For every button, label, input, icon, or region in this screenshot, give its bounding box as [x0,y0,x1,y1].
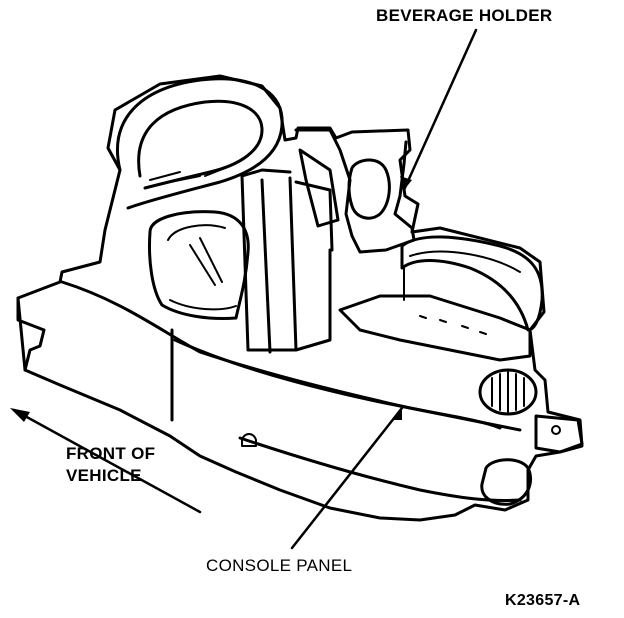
front-fastener [241,433,257,447]
armrest-lid [400,235,544,332]
console-panel-leader-arrow [392,408,402,420]
front-of-vehicle-label-line2: VEHICLE [66,466,142,485]
rear-bracket [534,414,584,454]
beverage-holder-leader [402,28,478,192]
console-panel-leader [290,406,404,550]
beverage-holder-body [294,128,416,254]
beverage-holder-flap [298,148,340,228]
console-top-rim [60,280,502,430]
middle-opening-inner [167,224,237,311]
rear-vent [478,368,538,416]
bracket-bolt-icon [551,425,561,435]
front-arrow-head-icon [10,408,30,422]
upper-loop-inner [137,99,264,190]
figure-code-label: K23657-A [505,592,581,609]
storage-tray [338,294,532,362]
upper-loop-outer [116,77,284,210]
front-of-vehicle-label-line1: FRONT OF [66,444,156,463]
upper-loop-hatch [149,167,226,185]
console-panel-label: CONSOLE PANEL [206,556,353,575]
console-lower-edge [16,296,46,372]
beverage-holder-cup [347,158,391,220]
rear-knob [480,458,533,506]
beverage-holder-leader-arrow [400,176,412,190]
beverage-holder-label: BEVERAGE HOLDER [376,6,553,25]
console-panel-line [173,338,522,432]
center-tower [240,168,332,354]
armrest-lid-inner [403,250,521,301]
front-arrow-line [12,408,202,514]
storage-tray-holes [419,315,487,335]
console-body-outline [16,74,584,522]
middle-opening [148,210,250,320]
rear-vent-slats [491,371,525,413]
